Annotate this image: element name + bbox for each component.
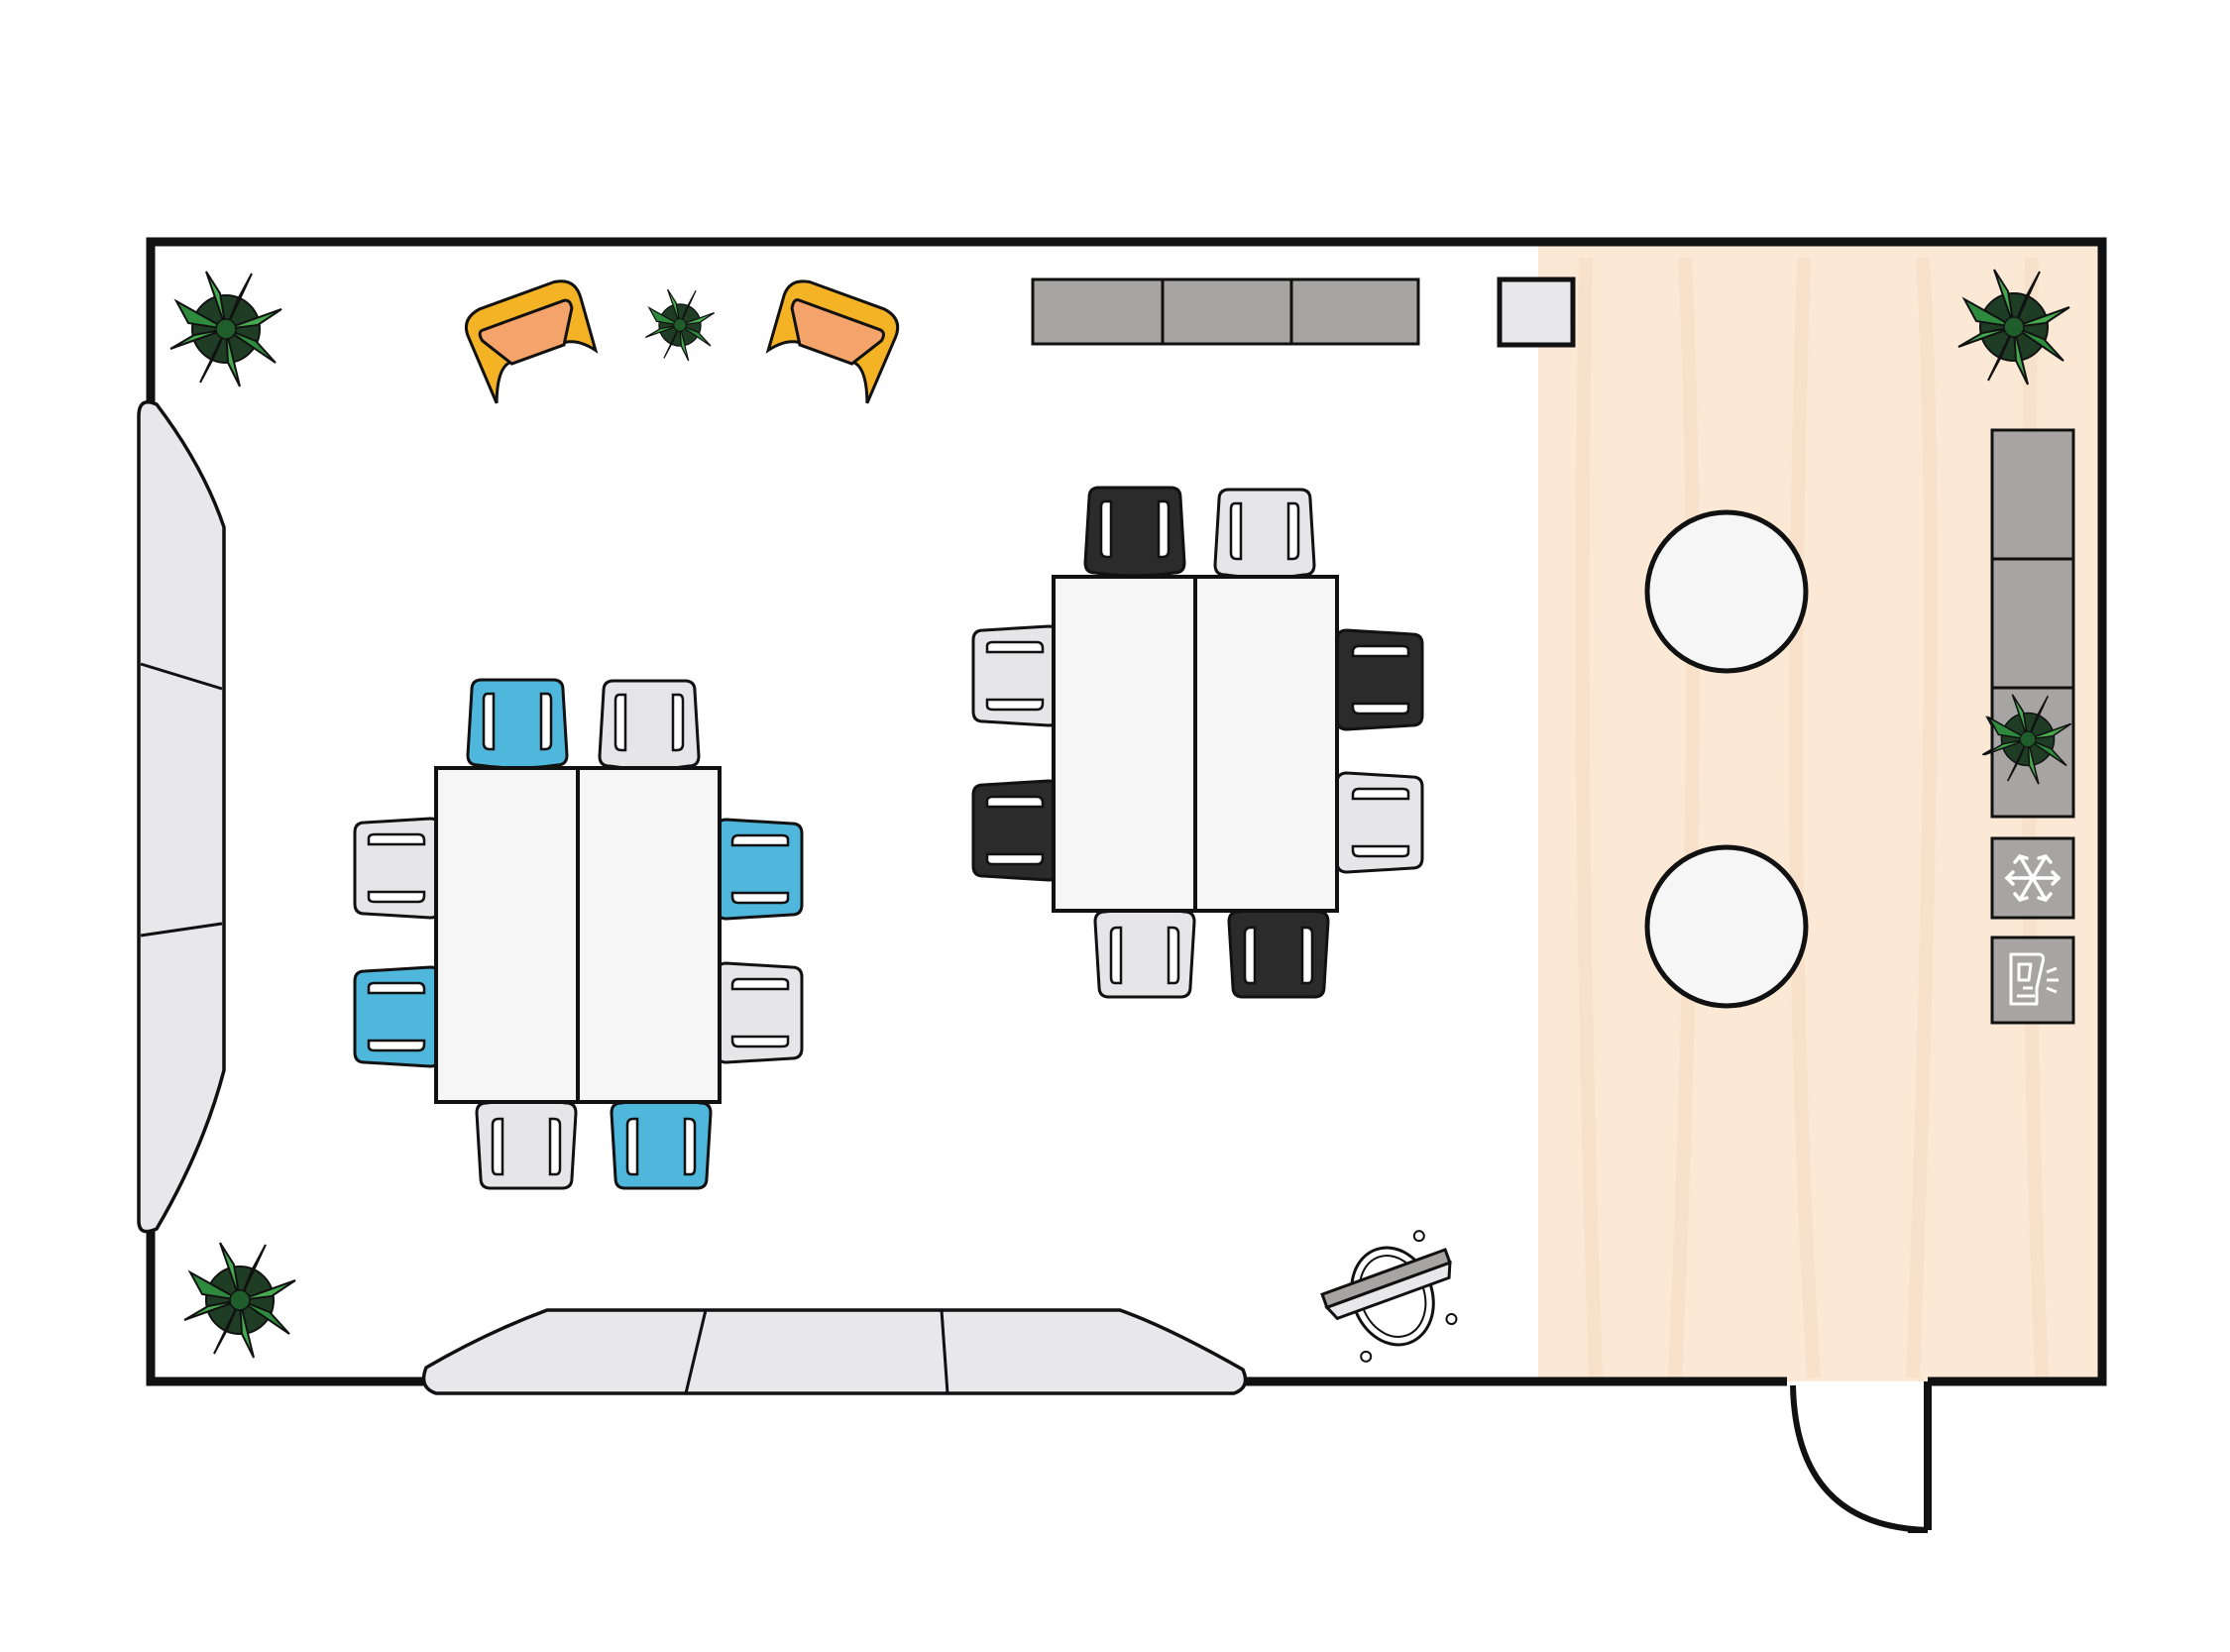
desk: [1193, 575, 1339, 913]
coffee-machine-appliance[interactable]: [1990, 936, 2075, 1025]
chair[interactable]: [1093, 907, 1196, 999]
storage-box: [1497, 276, 1576, 348]
door[interactable]: [1790, 1381, 1932, 1533]
whiteboard-stand[interactable]: [1313, 1225, 1472, 1369]
desk: [434, 766, 580, 1104]
chair[interactable]: [1213, 488, 1316, 580]
chair[interactable]: [1227, 907, 1330, 999]
chair[interactable]: [466, 678, 569, 770]
chair[interactable]: [971, 779, 1063, 882]
freezer-appliance[interactable]: [1990, 836, 2075, 920]
round-table: [1644, 844, 1809, 1009]
sofa-bottom: [421, 1308, 1248, 1395]
chair[interactable]: [610, 1098, 713, 1190]
chair[interactable]: [475, 1098, 578, 1190]
desk: [576, 766, 722, 1104]
snowflake-icon: [2004, 854, 2062, 902]
chair[interactable]: [712, 818, 804, 921]
chair[interactable]: [1332, 771, 1424, 874]
table-group-left: [353, 678, 804, 1190]
desk: [1052, 575, 1197, 913]
kitchen-cabinets: [1990, 428, 2075, 819]
chair[interactable]: [353, 817, 445, 920]
storage-cabinets-top: [1031, 277, 1420, 346]
table-group-right: [971, 486, 1424, 999]
chair[interactable]: [712, 961, 804, 1064]
round-table: [1644, 509, 1809, 674]
chair[interactable]: [1083, 486, 1186, 578]
armchair-right: [765, 279, 900, 404]
coffee-machine-icon: [2009, 952, 2059, 1006]
chair[interactable]: [1332, 628, 1424, 731]
chair[interactable]: [598, 679, 701, 771]
chair[interactable]: [971, 624, 1063, 727]
sofa-left: [137, 400, 226, 1234]
armchair-left: [464, 279, 599, 404]
chair[interactable]: [353, 965, 445, 1068]
